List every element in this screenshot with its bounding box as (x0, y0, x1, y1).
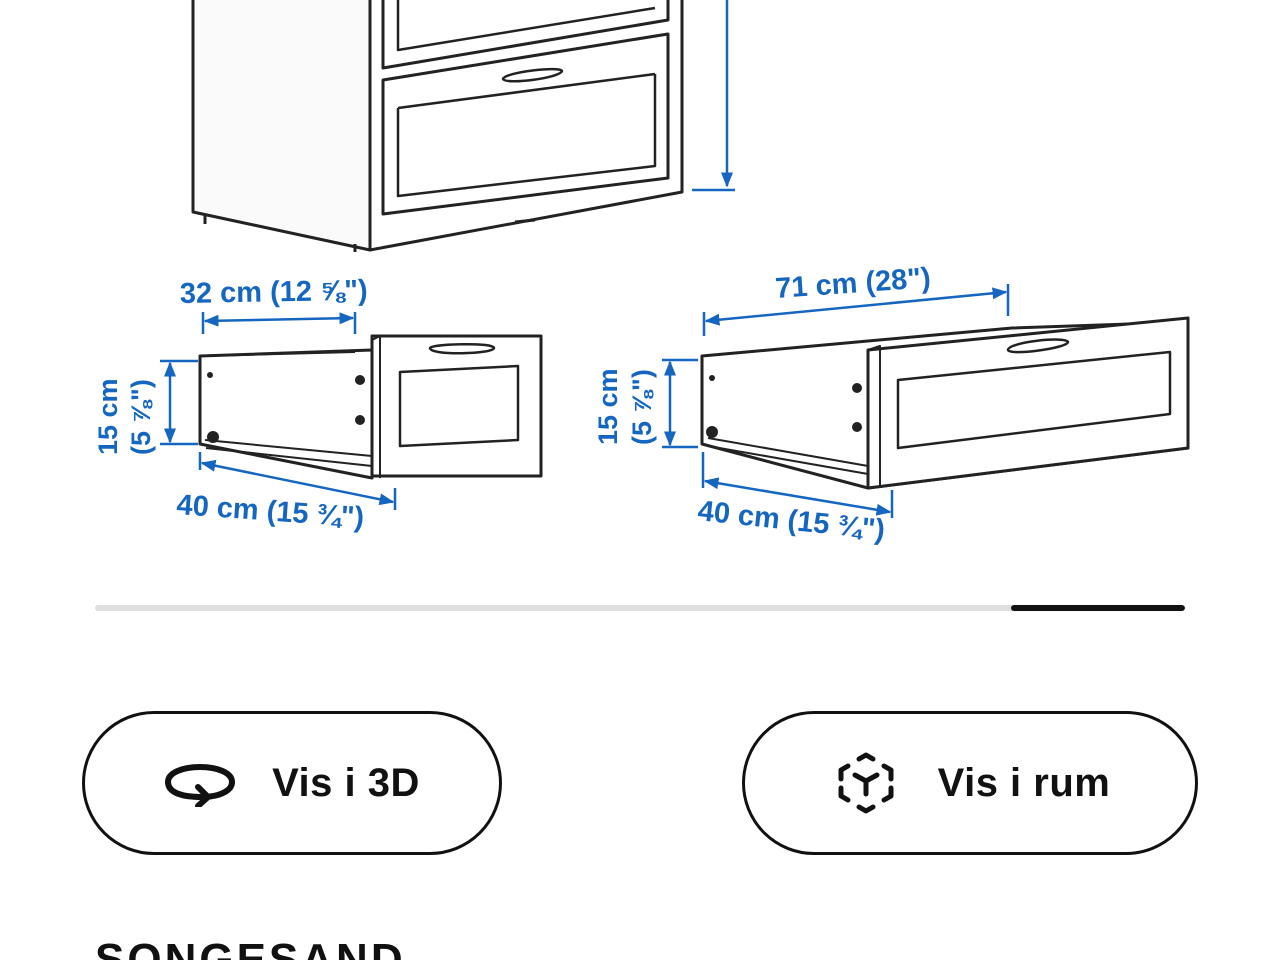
view-in-room-button[interactable]: Vis i rum (742, 711, 1198, 855)
product-name: SONGESAND (95, 935, 406, 960)
large-drawer-depth-label: 40 cm (15 ¾") (696, 495, 886, 546)
gallery-scrollbar-thumb[interactable] (1011, 605, 1185, 611)
view-in-3d-button[interactable]: Vis i 3D (82, 711, 502, 855)
chest-of-drawers (191, 0, 684, 252)
large-drawer-height-in-label: (5 ⅞") (627, 369, 657, 445)
gallery-scrollbar[interactable] (95, 605, 1185, 611)
ar-cube-icon (830, 751, 902, 815)
view-in-room-label: Vis i rum (937, 760, 1111, 805)
rotate-3d-icon (164, 751, 236, 815)
small-drawer-dimensions (160, 312, 397, 510)
small-drawer-height-cm-label: 15 cm (93, 378, 123, 455)
dimension-drawing: 32 cm (12 ⅝") 15 cm (5 ⅞") 40 cm (15 ¾") (93, 0, 1190, 547)
large-drawer-dimensions (662, 284, 1010, 518)
small-drawer-width-label: 32 cm (12 ⅝") (180, 275, 368, 310)
small-drawer-depth-label: 40 cm (15 ¾") (176, 489, 366, 534)
large-drawer-width-label: 71 cm (28") (774, 262, 931, 305)
height-dimension-line (692, 0, 735, 192)
view-in-3d-label: Vis i 3D (272, 760, 420, 805)
small-drawer-illustration (198, 334, 543, 480)
large-drawer-illustration (700, 316, 1190, 490)
small-drawer-height-in-label: (5 ⅞") (126, 379, 156, 455)
large-drawer-height-cm-label: 15 cm (593, 368, 623, 445)
product-dimension-diagram: 32 cm (12 ⅝") 15 cm (5 ⅞") 40 cm (15 ¾") (93, 0, 1190, 547)
